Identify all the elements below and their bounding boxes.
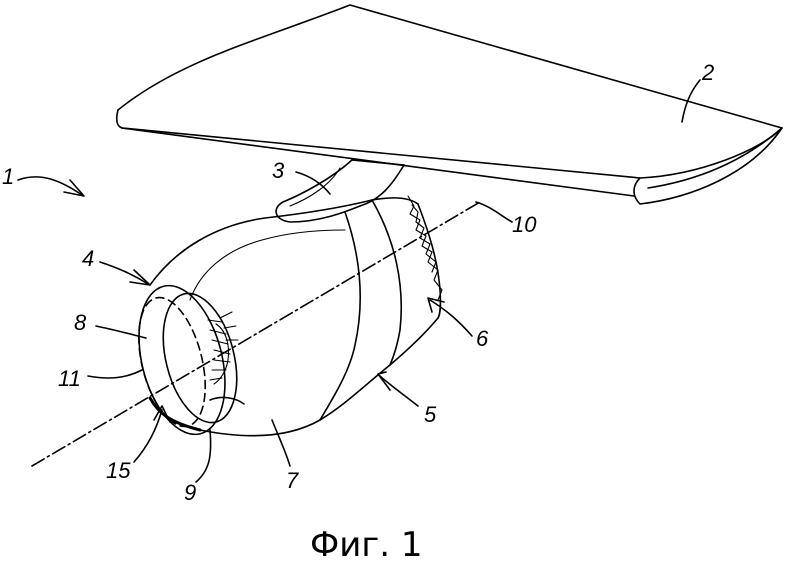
pylon [275, 159, 405, 223]
leader-15 [133, 409, 163, 463]
arrow-4 [129, 269, 151, 286]
arrow-5 [377, 371, 391, 391]
inlet-upper-highlight [189, 229, 346, 301]
arrow-15 [153, 405, 171, 423]
pylon-top-line [351, 159, 405, 166]
ref-8: 8 [74, 310, 87, 335]
nacelle-rear-contour [417, 203, 442, 319]
leader-8 [95, 325, 147, 339]
leader-3 [295, 171, 331, 195]
arrow-1 [63, 179, 85, 197]
ref-7: 7 [286, 468, 299, 493]
inlet-outer-lip [138, 284, 226, 436]
leader-6 [429, 299, 473, 337]
reference-numerals: 1 2 3 4 5 6 7 8 9 10 11 15 [2, 60, 714, 505]
leader-5 [379, 375, 419, 407]
nacelle [149, 195, 443, 437]
fan-cowl-seam [319, 211, 361, 421]
wing-top-surface [117, 4, 783, 129]
leader-4 [99, 261, 149, 285]
ref-4: 4 [82, 246, 94, 271]
exhaust-chevrons-inner [411, 204, 437, 273]
fan-hub [213, 323, 230, 385]
leader-10 [475, 201, 513, 223]
leader-7 [271, 419, 291, 467]
wing-tip [633, 127, 783, 205]
inlet-duct-lower [209, 396, 245, 405]
air-inlet [137, 284, 245, 436]
wing-leading-edge-upper [116, 109, 641, 179]
ref-3: 3 [272, 158, 285, 183]
arrow-6 [427, 297, 445, 313]
ref-5: 5 [424, 402, 437, 427]
engine-axis [31, 201, 481, 467]
nacelle-bottom-profile [199, 317, 439, 437]
wing-tip-inner-line [647, 127, 783, 189]
figure-caption: Фиг. 1 [310, 525, 422, 565]
ref-2: 2 [701, 60, 714, 85]
ref-1: 1 [2, 164, 14, 189]
fan-blades [207, 311, 239, 381]
inlet-acoustic-liner [137, 296, 207, 428]
ref-10: 10 [512, 212, 537, 237]
inlet-heater-element [148, 396, 202, 432]
nacelle-top-profile [149, 197, 419, 286]
leader-lines [17, 79, 701, 483]
leader-2 [681, 79, 701, 123]
wing [116, 4, 783, 205]
ref-11: 11 [58, 366, 81, 391]
exhaust-chevrons [407, 195, 443, 301]
pylon-ridge [289, 167, 341, 207]
ref-9: 9 [184, 480, 196, 505]
leader-9 [195, 429, 212, 483]
inlet-inner-lip [162, 292, 238, 424]
ref-6: 6 [476, 326, 489, 351]
leader-1 [17, 176, 83, 196]
ref-15: 15 [106, 458, 131, 483]
pylon-rear-edge [359, 164, 405, 207]
thrust-reverser-seam [371, 199, 403, 366]
leader-11 [87, 369, 143, 379]
